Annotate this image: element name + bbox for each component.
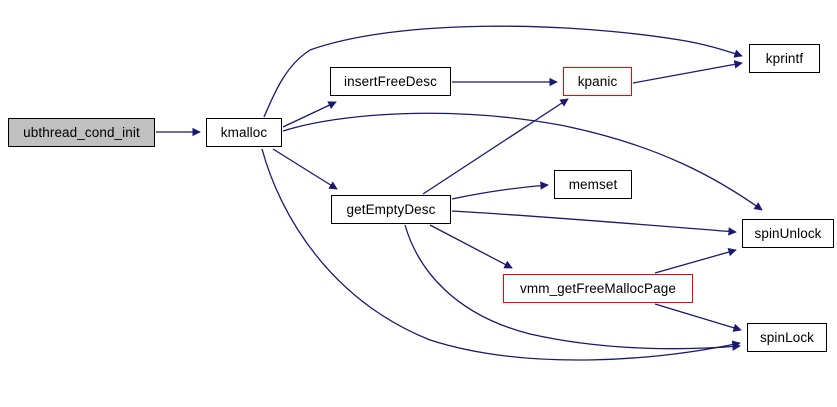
edge-kpanic-kprintf: [632, 60, 743, 84]
node-label: kmalloc: [220, 124, 268, 140]
edge-getEmptyDesc-memset: [451, 181, 549, 200]
edge-getEmptyDesc-kpanic: [422, 98, 569, 195]
edge-kmalloc-getEmptyDesc: [272, 148, 338, 190]
node-label: ubthread_cond_init: [23, 124, 140, 140]
node-label: spinLock: [759, 329, 815, 345]
node-get-empty-desc[interactable]: getEmptyDesc: [331, 195, 451, 224]
node-label: getEmptyDesc: [346, 201, 436, 217]
node-label: kpanic: [577, 73, 618, 89]
edge-kmalloc-insertFreeDesc: [282, 101, 337, 128]
node-label: kprintf: [765, 50, 804, 66]
node-label: vmm_getFreeMallocPage: [520, 280, 676, 296]
node-kprintf[interactable]: kprintf: [749, 44, 820, 73]
node-insert-free-desc[interactable]: insertFreeDesc: [330, 67, 451, 96]
node-kpanic[interactable]: kpanic: [563, 67, 632, 96]
node-kmalloc[interactable]: kmalloc: [206, 118, 282, 147]
edge-getEmptyDesc-spinLock: [404, 224, 741, 351]
node-label: insertFreeDesc: [344, 73, 437, 89]
node-label: memset: [568, 176, 618, 192]
edge-getEmptyDesc-spinUnlock: [451, 210, 737, 236]
node-spin-lock[interactable]: spinLock: [747, 323, 827, 352]
node-spin-unlock[interactable]: spinUnlock: [742, 219, 834, 248]
node-memset[interactable]: memset: [554, 170, 632, 199]
node-vmm-get-free-malloc-page[interactable]: vmm_getFreeMallocPage: [503, 274, 693, 303]
node-label: spinUnlock: [754, 225, 822, 241]
node-ubthread-cond-init[interactable]: ubthread_cond_init: [8, 118, 155, 147]
edge-kmalloc-kprintf: [263, 25, 743, 118]
edge-kmalloc-spinUnlock: [282, 112, 763, 211]
edge-vmm_getFreeMallocPage-spinLock: [654, 303, 742, 332]
edge-kmalloc-spinLock: [261, 148, 741, 361]
edge-vmm_getFreeMallocPage-spinUnlock: [654, 248, 737, 274]
edge-getEmptyDesc-vmm_getFreeMallocPage: [429, 224, 513, 269]
